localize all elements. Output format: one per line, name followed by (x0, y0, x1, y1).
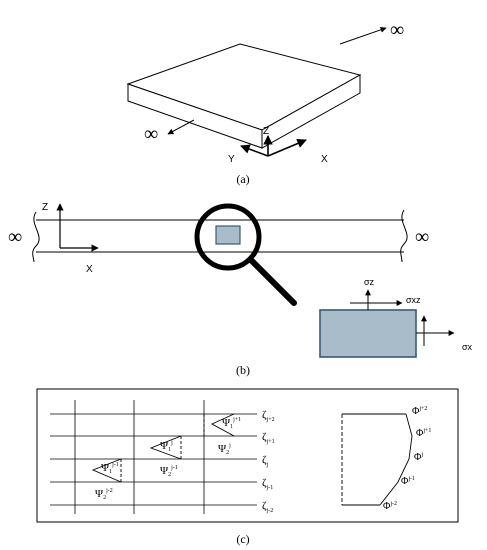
zeta-label-j-2: ζj-2 (262, 500, 273, 514)
break-line-left (32, 211, 40, 263)
infinity-label-left: ∞ (144, 123, 158, 145)
plate-top-face (126, 43, 362, 131)
stress-sigma-x-label: σx (462, 342, 473, 352)
axis-y-arrow (240, 144, 269, 157)
axis-z-label: Z (263, 126, 269, 137)
psi-label-1-j: Ψ1j (160, 440, 173, 453)
phi-label-j+2: Φj+2 (412, 406, 427, 417)
psi-shape-functions (91, 413, 235, 483)
caption-a: (a) (236, 172, 249, 186)
break-line-right (400, 209, 408, 263)
infinity-label-left: ∞ (8, 226, 22, 248)
interface-lines (50, 413, 257, 506)
phi-label-j: Φj (414, 452, 423, 463)
axis-x-arrow (267, 138, 307, 157)
psi-label-1-j+1: Ψ1j+1 (222, 417, 241, 430)
infinity-arrow-left (167, 119, 195, 135)
caption-b: (b) (236, 363, 250, 377)
zeta-label-j-1: ζj-1 (262, 477, 273, 491)
beam-element (215, 225, 241, 245)
panel-c-frame (36, 388, 459, 523)
panel-c-layerwise-functions: Ψ1j+1 Ψ2j Ψ1j Ψ2j-1 Ψ1j-1 Ψ2j-2 ζj+2 ζj+… (36, 388, 459, 546)
magnifier-lens (194, 203, 262, 271)
infinity-arrow-right (339, 26, 387, 45)
psi-label-2-j-2: Ψ2j-2 (95, 488, 113, 501)
phi-label-j-1: Φj-1 (401, 476, 415, 487)
psi-label-1-j-1: Ψ1j-1 (101, 462, 119, 475)
stress-sigma-xz-label: σxz (406, 295, 421, 305)
stress-sigma-z-label: σz (364, 277, 375, 287)
enlarged-element (319, 309, 417, 358)
psi-label-2-j: Ψ2j (218, 443, 231, 456)
zeta-label-j+1: ζj+1 (262, 431, 275, 445)
phi-label-j+1: Φj+1 (416, 428, 431, 439)
infinity-label-right: ∞ (415, 226, 429, 248)
psi-label-2-j-1: Ψ2j-1 (160, 465, 178, 478)
panel-a-plate-diagram: ∞ ∞ Z Y X (a) (126, 19, 404, 186)
axis-x-label: X (321, 154, 328, 165)
psi-labels: Ψ1j+1 Ψ2j Ψ1j Ψ2j-1 Ψ1j-1 Ψ2j-2 (95, 417, 241, 501)
phi-label-j-2: Φj-2 (383, 501, 397, 512)
phi-profile (341, 413, 413, 506)
axis-y-label: Y (228, 154, 235, 165)
panel-b-beam-diagram: ∞ ∞ Z X σz σxz σx (b) (8, 202, 473, 377)
zeta-label-j+2: ζj+2 (262, 409, 275, 423)
axis-z-label: Z (42, 202, 48, 213)
magnifier-handle (248, 257, 297, 306)
axis-x-label: X (86, 264, 93, 275)
infinity-label-right: ∞ (390, 19, 404, 41)
zeta-label-j: ζj (262, 454, 269, 468)
phi-labels: Φj+2 Φj+1 Φj Φj-1 Φj-2 (383, 406, 431, 512)
zeta-labels: ζj+2 ζj+1 ζj ζj-1 ζj-2 (262, 409, 275, 514)
caption-c: (c) (236, 532, 249, 546)
plate-right-face (261, 74, 361, 149)
